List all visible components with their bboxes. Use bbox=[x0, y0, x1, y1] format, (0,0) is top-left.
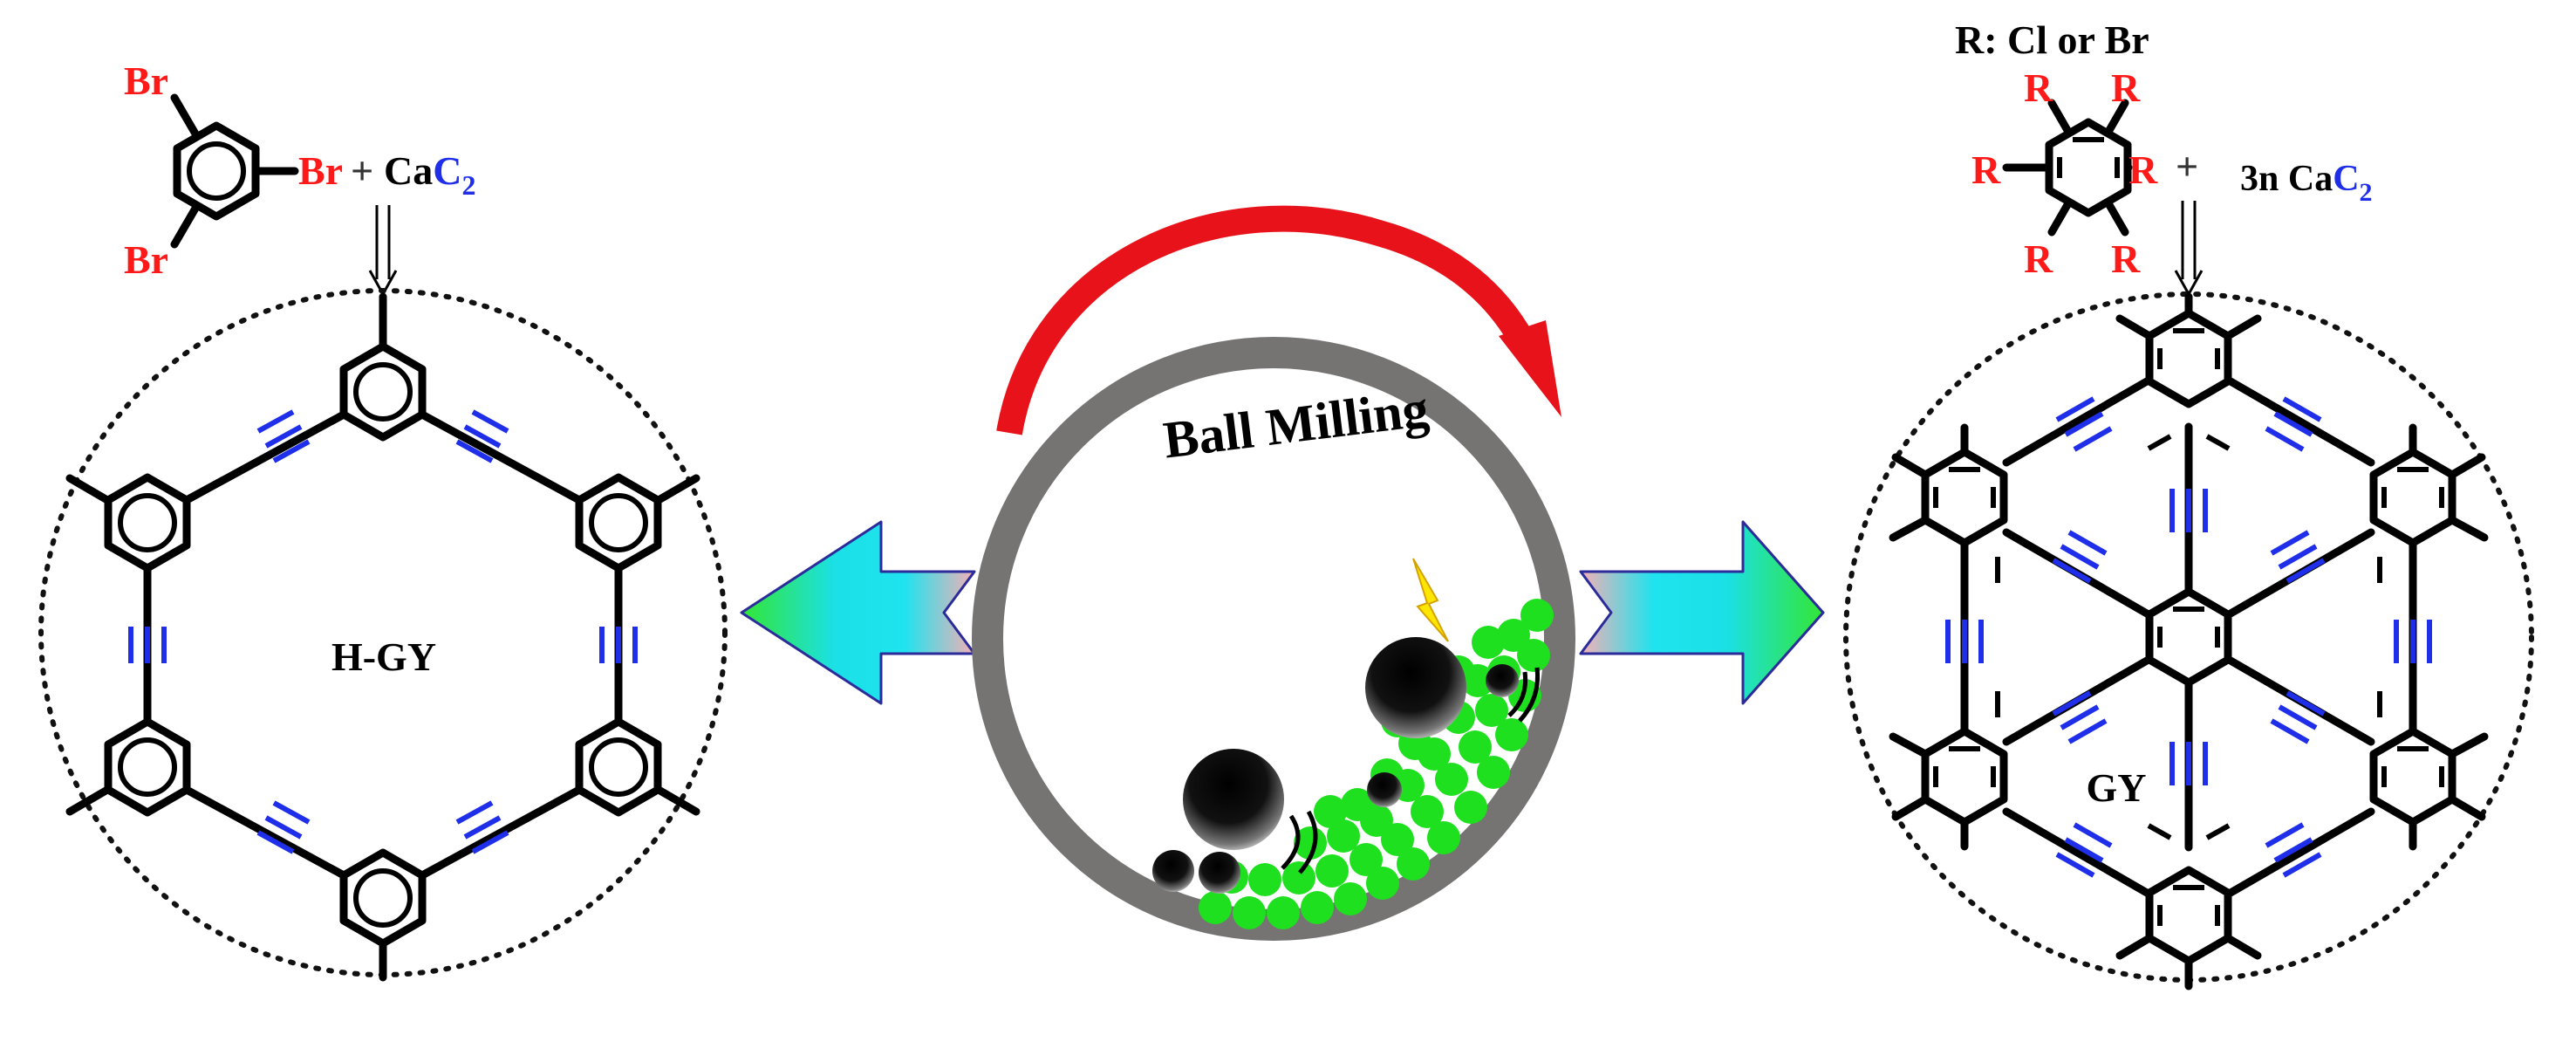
triple-bond bbox=[2270, 530, 2326, 584]
substituent-note: R: Cl or Br bbox=[1955, 17, 2149, 62]
bond bbox=[170, 93, 201, 140]
benzene-ring bbox=[1925, 731, 2004, 822]
reagent-carbon: C bbox=[433, 148, 461, 193]
benzene-ring bbox=[579, 477, 658, 568]
triple-bond bbox=[2169, 742, 2208, 785]
gy-structure bbox=[1889, 292, 2489, 991]
reagent-subscript: 2 bbox=[461, 169, 475, 201]
benzene-ring bbox=[579, 722, 658, 812]
r-substituent: R bbox=[2111, 65, 2141, 110]
tribromobenzene-molecule: Br Br Br bbox=[124, 58, 343, 282]
bond bbox=[170, 202, 201, 249]
grinding-ball bbox=[1199, 852, 1240, 894]
r-substituent: R bbox=[1971, 147, 2001, 192]
calcium-carbide-right: 3n CaC2 bbox=[2240, 159, 2373, 207]
br-substituent-bottom: Br bbox=[124, 237, 168, 282]
benzene-ring bbox=[177, 126, 256, 216]
triple-bond bbox=[2265, 822, 2322, 878]
benzene-ring bbox=[344, 346, 422, 437]
ball-mill-panel: Ball Milling bbox=[972, 205, 1575, 941]
r-substituent: R bbox=[2128, 147, 2158, 192]
benzene-ring bbox=[1925, 452, 2004, 543]
benzene-ring-center bbox=[2149, 592, 2228, 682]
reagent-prefix: 3n Ca bbox=[2240, 159, 2333, 199]
grinding-ball bbox=[1152, 850, 1194, 892]
benzene-ring bbox=[2149, 313, 2228, 404]
impact-marks bbox=[1281, 667, 1541, 874]
calcium-carbide-left: CaC2 bbox=[384, 148, 475, 201]
triple-bond bbox=[2394, 620, 2432, 663]
arrow-to-hgy bbox=[740, 520, 976, 705]
triple-bond bbox=[256, 409, 311, 463]
grinding-balls bbox=[1152, 637, 1519, 894]
triple-bond bbox=[128, 627, 167, 663]
grinding-ball bbox=[1183, 749, 1284, 850]
triple-bond bbox=[2265, 396, 2322, 452]
triple-bond bbox=[2169, 489, 2208, 532]
benzene-ring bbox=[2374, 452, 2452, 543]
spark-icon bbox=[1412, 558, 1449, 642]
grinding-ball bbox=[1365, 637, 1466, 738]
triple-bond bbox=[256, 800, 311, 854]
reaction-arrow-right bbox=[2174, 201, 2204, 298]
benzene-ring bbox=[344, 853, 422, 943]
benzene-ring bbox=[2374, 731, 2452, 822]
grinding-ball bbox=[1367, 772, 1402, 807]
triple-bond bbox=[2055, 822, 2113, 878]
triple-bond bbox=[455, 800, 509, 854]
r-substituent: R bbox=[2024, 65, 2053, 110]
triple-bond bbox=[455, 409, 509, 463]
reagent-prefix: Ca bbox=[384, 148, 433, 193]
benzene-ring bbox=[108, 722, 187, 812]
benzene-ring bbox=[2049, 122, 2128, 213]
triple-bond bbox=[2052, 690, 2108, 744]
triple-bond bbox=[2055, 396, 2113, 452]
reaction-arrow-left bbox=[368, 205, 398, 298]
hgy-label: H-GY bbox=[331, 634, 436, 679]
r-substituent: R bbox=[2111, 237, 2141, 281]
gy-label: GY bbox=[2087, 765, 2147, 810]
rotation-arrow bbox=[996, 205, 1561, 435]
right-panel: R: Cl or Br R R R R R R + 3n CaC2 bbox=[1843, 17, 2534, 991]
hexahalobenzene-molecule: R R R R R R bbox=[1971, 65, 2158, 281]
br-substituent-top: Br bbox=[124, 58, 168, 103]
reagent-subscript: 2 bbox=[2360, 178, 2373, 207]
arrow-to-gy bbox=[1579, 520, 1825, 705]
left-panel: Br Br Br + CaC2 bbox=[38, 58, 728, 982]
benzene-ring bbox=[2149, 870, 2228, 961]
triple-bond bbox=[2052, 530, 2108, 584]
benzene-ring bbox=[108, 477, 187, 568]
grinding-ball bbox=[1486, 664, 1519, 697]
reagent-carbon: C bbox=[2333, 159, 2359, 199]
plus-sign-right: + bbox=[2176, 144, 2198, 189]
r-substituent: R bbox=[2024, 237, 2053, 281]
triple-bond bbox=[599, 627, 638, 663]
hgy-structure bbox=[65, 292, 700, 982]
plus-sign-left: + bbox=[351, 148, 373, 193]
br-substituent-right: Br bbox=[298, 148, 343, 193]
triple-bond bbox=[1945, 620, 1984, 663]
triple-bond bbox=[2270, 690, 2326, 744]
